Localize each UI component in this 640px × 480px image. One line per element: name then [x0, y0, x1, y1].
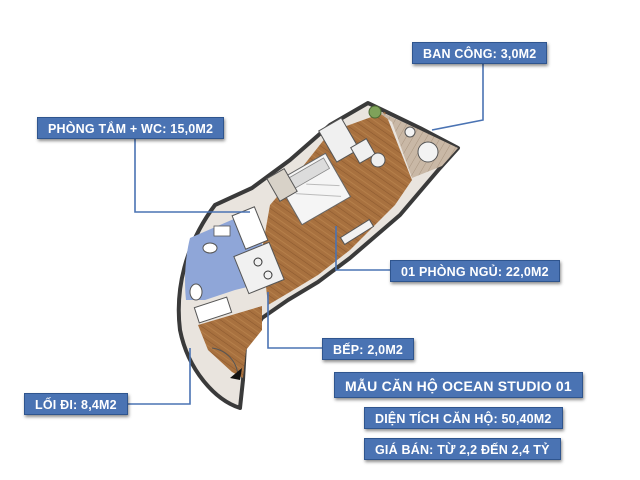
leader-lines — [122, 64, 484, 405]
entry-marker — [230, 368, 242, 380]
balcony-chair — [417, 141, 439, 163]
unit-price: GIÁ BÁN: TỪ 2,2 ĐẾN 2,4 TỶ — [364, 438, 561, 460]
unit-area: DIỆN TÍCH CĂN HỘ: 50,40M2 — [364, 407, 563, 429]
bathroom-label: PHÒNG TẮM + WC: 15,0M2 — [37, 117, 225, 139]
balcony-deck — [372, 108, 458, 178]
balcony-label: BAN CÔNG: 3,0M2 — [412, 42, 548, 64]
kitchen-label: BẾP: 2,0M2 — [322, 338, 415, 360]
kitchen-counter — [233, 241, 285, 295]
bedroom-label: 01 PHÒNG NGỦ: 22,0M2 — [390, 260, 560, 282]
bed — [276, 152, 352, 226]
corridor-floor — [198, 306, 262, 378]
model-title: MẪU CĂN HỘ OCEAN STUDIO 01 — [334, 372, 583, 398]
corridor-label: LỐI ĐI: 8,4M2 — [24, 393, 128, 415]
sofa — [318, 117, 360, 163]
